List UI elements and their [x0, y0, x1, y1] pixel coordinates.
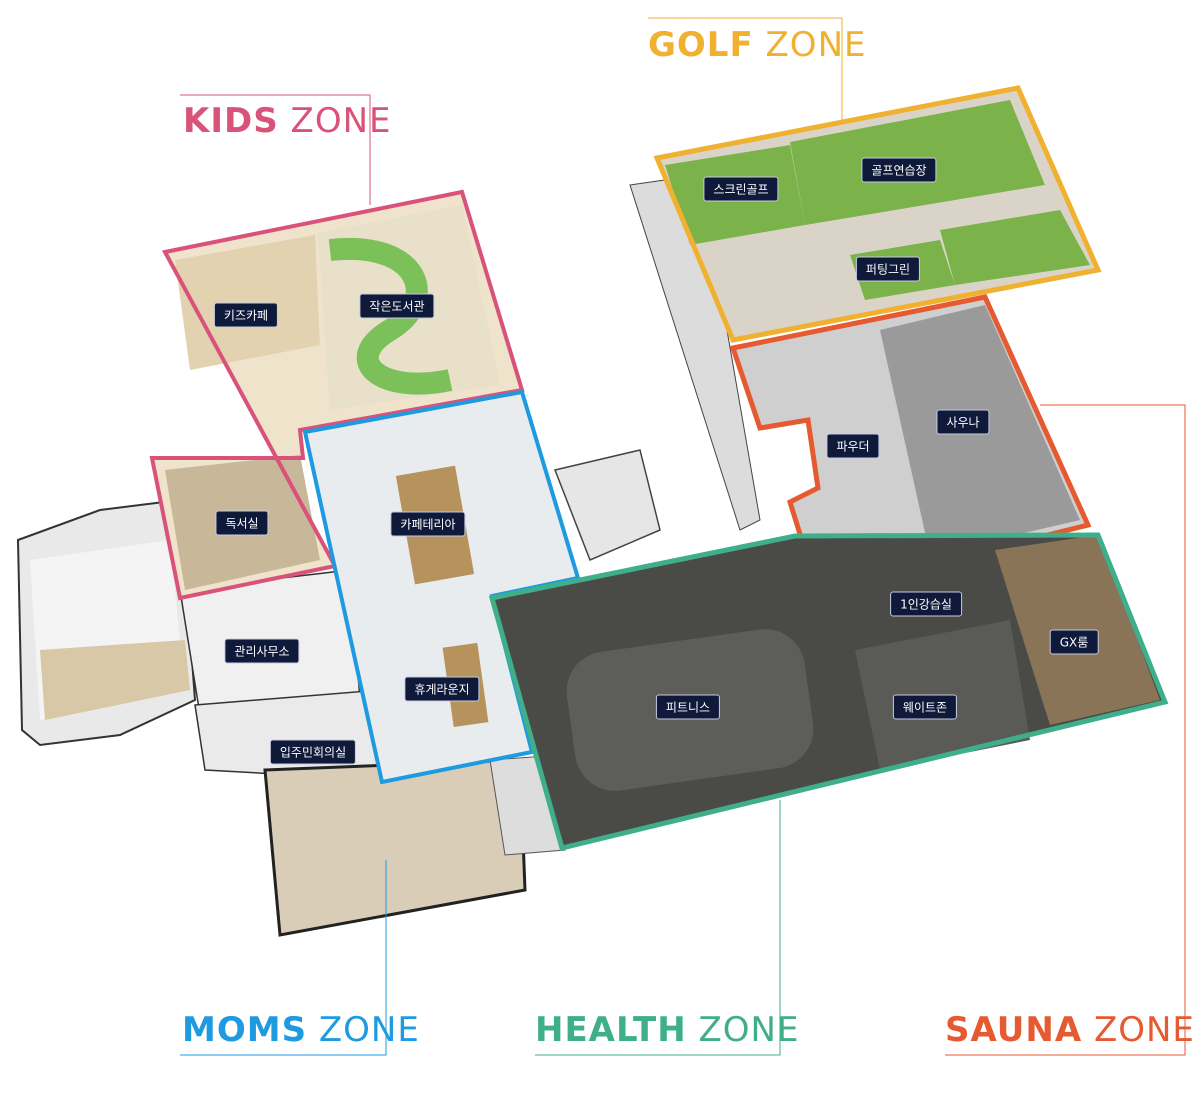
- moms-zone-title: MOMS ZONE: [182, 1013, 420, 1047]
- room-label-putting-green: 퍼팅그린: [855, 256, 921, 282]
- room-label-residents-meeting: 입주민회의실: [269, 739, 357, 765]
- room-label-management-office: 관리사무소: [224, 638, 300, 664]
- moms-zone-title-bold: MOMS: [182, 1010, 308, 1050]
- room-label-sauna: 사우나: [936, 409, 990, 435]
- sauna-zone-title-rest: ZONE: [1082, 1010, 1195, 1050]
- sauna-zone-title-bold: SAUNA: [945, 1010, 1083, 1050]
- kids-zone-title-bold: KIDS: [183, 101, 279, 141]
- room-label-kids-cafe: 키즈카페: [213, 302, 279, 328]
- golf-zone-title-bold: GOLF: [648, 25, 754, 65]
- health-zone-title: HEALTH ZONE: [535, 1013, 799, 1047]
- room-label-golf-practice: 골프연습장: [861, 157, 937, 183]
- golf-zone-area: [653, 85, 1102, 343]
- room-label-gx-room: GX룸: [1049, 629, 1099, 655]
- room-label-cafeteria: 카페테리아: [390, 511, 466, 537]
- golf-zone-title-rest: ZONE: [753, 25, 867, 65]
- building-base: [16, 174, 761, 937]
- health-zone-title-rest: ZONE: [686, 1010, 800, 1050]
- kids-zone-title: KIDS ZONE: [183, 104, 392, 138]
- room-label-small-library: 작은도서관: [359, 293, 435, 319]
- health-zone-area: [488, 532, 1169, 851]
- health-zone-title-bold: HEALTH: [535, 1010, 687, 1050]
- kids-zone-title-rest: ZONE: [278, 101, 392, 141]
- room-label-weight-zone: 웨이트존: [892, 694, 958, 720]
- golf-zone-title: GOLF ZONE: [648, 28, 866, 62]
- room-label-powder: 파우더: [826, 433, 880, 459]
- room-label-lounge: 휴게라운지: [404, 676, 480, 702]
- room-label-reading-room: 독서실: [215, 510, 269, 536]
- leader-lines: [180, 17, 1186, 1056]
- room-label-study-room: 1인강습실: [890, 591, 962, 617]
- room-label-screen-golf: 스크린골프: [703, 176, 779, 202]
- moms-zone-title-rest: ZONE: [307, 1010, 420, 1050]
- sauna-zone-title: SAUNA ZONE: [945, 1013, 1195, 1047]
- room-label-fitness: 피트니스: [655, 694, 721, 720]
